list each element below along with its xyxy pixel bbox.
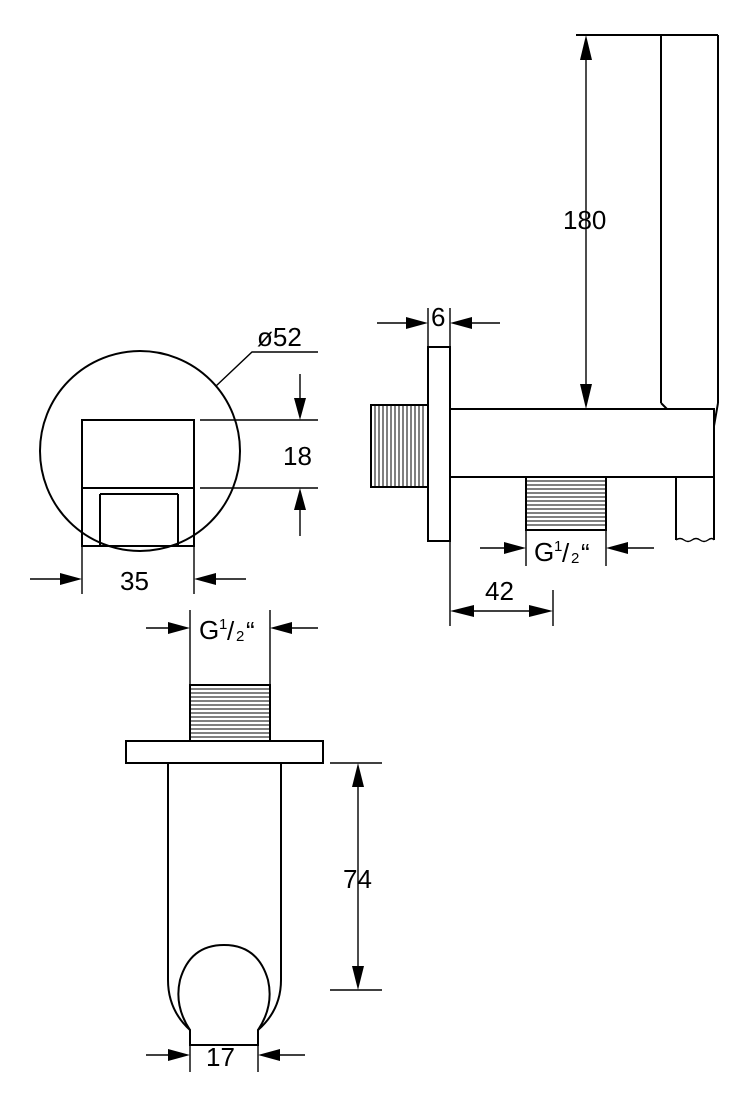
dim-17-label: 17 [206,1042,235,1072]
outlet-block [81,419,195,489]
svg-text:2: 2 [236,628,244,645]
svg-text:/: / [562,538,570,568]
side-arm [449,408,715,478]
wall-flange-circle [39,350,241,552]
svg-text:2: 2 [571,550,579,567]
dim-42-arrow-right [529,605,553,617]
diameter-leader-line [215,351,318,387]
svg-text:G: G [199,615,219,645]
dim-35-arrow-left [60,573,82,585]
outlet-thread-lines [526,480,606,526]
svg-text:G: G [534,537,554,567]
g-side-arrow-left [504,542,526,554]
wall-thread [370,404,430,488]
g-top-arrow-left [168,622,190,634]
dim-6-label: 6 [431,302,445,332]
dim-18-label: 18 [283,441,312,471]
svg-text:/: / [227,616,235,646]
dim-74-arrow-bottom [352,966,364,990]
svg-text:“: “ [246,616,255,646]
thread-label-top: G 1 / 2 “ [199,615,255,646]
dim-74-arrow-top [352,763,364,787]
dim-180-label: 180 [563,205,606,235]
g-side-arrow-right [606,542,628,554]
dim-6-arrow-left [406,317,428,329]
dim-42-arrow-left [450,605,474,617]
dim-17-arrow-left [168,1049,190,1061]
bottom-flange [125,740,324,764]
dim-35-label: 35 [120,566,149,596]
dim-18-arrow-top [294,398,306,420]
svg-text:1: 1 [554,538,562,555]
diameter-label: ø52 [257,322,302,352]
dim-17-arrow-right [258,1049,280,1061]
dim-42-label: 42 [485,576,514,606]
thread-label-side: G 1 / 2 “ [534,537,590,568]
bottom-holder-cradle [177,943,271,1031]
bottom-holder-body [167,763,282,1046]
dim-180-arrow-top [580,35,592,60]
svg-text:1: 1 [219,616,227,633]
front-view: ø52 18 35 [30,322,318,596]
svg-text:“: “ [581,538,590,568]
bottom-view: G 1 / 2 “ 74 17 [125,610,382,1072]
handshower-holder [576,34,719,543]
side-flange [427,346,451,542]
dim-74-label: 74 [343,864,372,894]
dim-18-arrow-bottom [294,488,306,510]
dim-6-arrow-right [450,317,472,329]
g-top-arrow-right [270,622,292,634]
outlet-thread [525,476,607,531]
bottom-thread-lines [190,688,270,738]
dim-35-arrow-right [194,573,216,585]
wall-thread-lines [374,405,424,487]
dim-180-arrow-bottom [580,384,592,409]
side-view: 180 6 G 1 / 2 “ 42 [370,34,719,626]
